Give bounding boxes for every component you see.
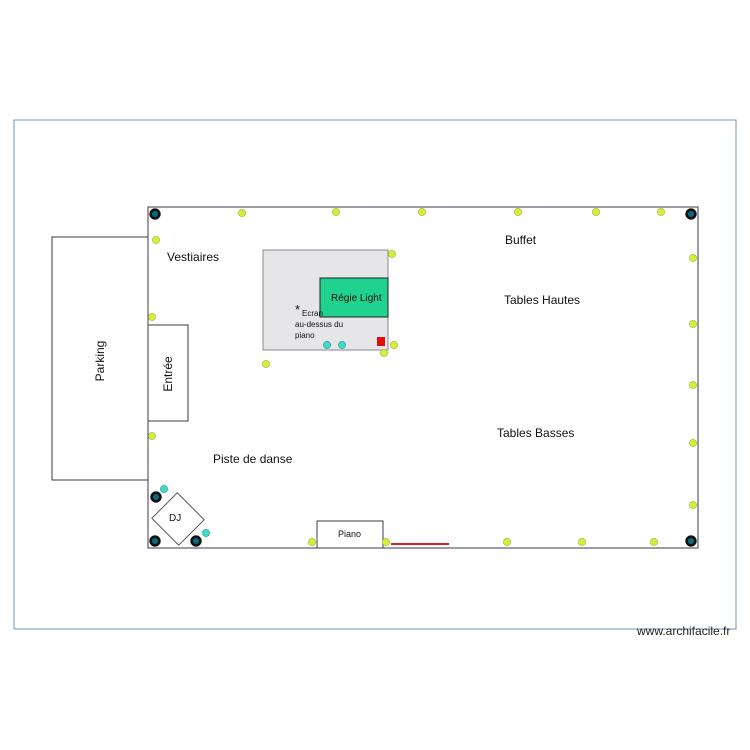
fixtures-layer — [148, 208, 697, 547]
red-marker — [377, 337, 385, 346]
entree-zone — [147, 324, 189, 422]
cyan-spotlight-icon — [338, 341, 346, 349]
label-tables-hautes: Tables Hautes — [504, 293, 581, 307]
yellow-spotlight-icon — [148, 313, 156, 321]
yellow-spotlight-icon — [418, 208, 426, 216]
cyan-spotlight-icon — [323, 341, 331, 349]
yellow-spotlight-icon — [382, 538, 390, 546]
yellow-spotlight-icon — [388, 250, 396, 258]
speaker-icon-cone — [193, 538, 199, 544]
label-buffet: Buffet — [505, 233, 537, 247]
main-hall — [147, 206, 699, 549]
site-border — [13, 119, 737, 630]
yellow-spotlight-icon — [689, 501, 697, 509]
speaker-icon-cone — [688, 538, 694, 544]
yellow-spotlight-icon — [657, 208, 665, 216]
yellow-spotlight-icon — [238, 209, 246, 217]
speaker-icon-cone — [153, 494, 159, 500]
label-piste-de-danse: Piste de danse — [213, 452, 293, 466]
label-regie-light: Régie Light — [331, 293, 382, 304]
yellow-spotlight-icon — [390, 341, 398, 349]
label-parking: Parking — [93, 340, 107, 382]
yellow-spotlight-icon — [514, 208, 522, 216]
speaker-icon-cone — [688, 211, 694, 217]
yellow-spotlight-icon — [578, 538, 586, 546]
screen-note-line-2: au-dessus du — [295, 320, 344, 329]
yellow-spotlight-icon — [148, 432, 156, 440]
yellow-spotlight-icon — [503, 538, 511, 546]
cyan-spotlight-icon — [160, 485, 168, 493]
speaker-icon-cone — [152, 538, 158, 544]
yellow-spotlight-icon — [152, 236, 160, 244]
speaker-icon-cone — [152, 211, 158, 217]
label-dj: DJ — [169, 513, 182, 524]
label-piano: Piano — [338, 529, 362, 539]
yellow-spotlight-icon — [689, 320, 697, 328]
yellow-spotlight-icon — [308, 538, 316, 546]
yellow-spotlight-icon — [262, 360, 270, 368]
label-vestiaires: Vestiaires — [167, 250, 220, 264]
label-tables-basses: Tables Basses — [497, 426, 575, 440]
regie-light-box — [319, 277, 389, 318]
watermark: www.archifacile.fr — [637, 624, 731, 638]
yellow-spotlight-icon — [380, 349, 388, 357]
yellow-spotlight-icon — [332, 208, 340, 216]
cyan-spotlight-icon — [202, 529, 210, 537]
dj-booth — [151, 492, 205, 546]
parking-zone — [51, 236, 149, 481]
screen-note-line-3: piano — [295, 331, 315, 340]
yellow-spotlight-icon — [650, 538, 658, 546]
label-entree: Entrée — [161, 356, 175, 392]
screen-note-line-1: Ecran — [302, 309, 323, 318]
yellow-spotlight-icon — [689, 381, 697, 389]
screen-asterisk: * — [295, 302, 301, 317]
yellow-spotlight-icon — [592, 208, 600, 216]
yellow-spotlight-icon — [689, 439, 697, 447]
yellow-spotlight-icon — [689, 254, 697, 262]
piano-box — [316, 520, 384, 549]
